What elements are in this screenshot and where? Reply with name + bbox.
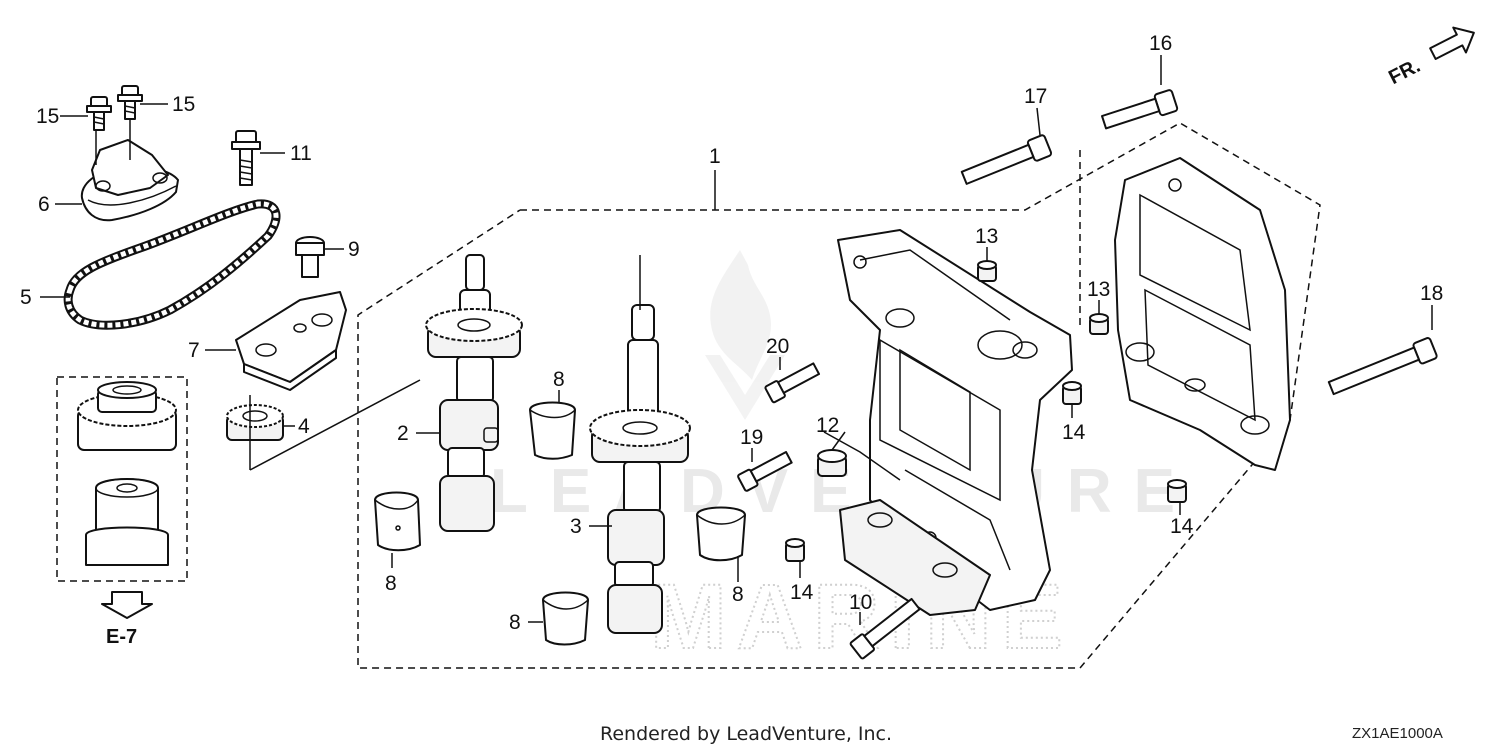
front-direction-label: FR. bbox=[1385, 55, 1424, 89]
callout-11: 11 bbox=[290, 142, 312, 165]
callout-13-left: 13 bbox=[975, 225, 998, 248]
callout-12: 12 bbox=[816, 414, 839, 437]
part-5-timing-chain bbox=[63, 199, 281, 330]
part-14-dowel-c bbox=[1167, 479, 1187, 503]
part-4-sprocket bbox=[226, 404, 284, 441]
part-14-dowel-b bbox=[785, 538, 805, 562]
part-17-bolt bbox=[960, 134, 1053, 185]
callout-14-c: 14 bbox=[1170, 515, 1194, 538]
part-13-dowel-right bbox=[1089, 313, 1109, 335]
part-9-pin-bolt bbox=[295, 236, 325, 278]
e7-reference-shaft-housing bbox=[85, 478, 169, 566]
part-3-camshaft bbox=[589, 304, 691, 634]
part-18-bolt bbox=[1327, 337, 1438, 396]
callout-15-left: 15 bbox=[36, 105, 59, 128]
callout-20: 20 bbox=[766, 335, 789, 358]
part-8-bearing-lower bbox=[542, 591, 589, 646]
part-6-chain-guide bbox=[80, 139, 179, 222]
callout-16: 16 bbox=[1149, 32, 1172, 55]
front-direction-arrow-icon bbox=[1429, 26, 1475, 60]
part-11-bolt bbox=[231, 130, 261, 186]
part-15-bolt-left bbox=[86, 96, 112, 131]
part-16-bolt bbox=[1101, 89, 1179, 130]
part-1-lower-plate bbox=[839, 499, 991, 616]
e7-reference-gear bbox=[77, 381, 177, 451]
reference-label-e7: E-7 bbox=[106, 626, 137, 648]
callout-14-a: 14 bbox=[1062, 421, 1086, 444]
watermark-flame-logo bbox=[705, 250, 785, 420]
part-13-dowel-left bbox=[977, 260, 997, 282]
part-8-bearing-left bbox=[374, 491, 421, 552]
e7-reference-arrow bbox=[101, 591, 153, 619]
callout-8-upper: 8 bbox=[553, 368, 565, 391]
footer-credit: Rendered by LeadVenture, Inc. bbox=[600, 723, 892, 745]
part-14-dowel-a bbox=[1062, 381, 1082, 405]
part-12-bushing bbox=[817, 449, 847, 477]
part-2-camshaft bbox=[425, 254, 523, 532]
part-15-bolt-right bbox=[117, 85, 143, 120]
part-1-head-cover bbox=[1114, 157, 1291, 471]
callout-1: 1 bbox=[709, 145, 721, 168]
part-10-bolt bbox=[849, 597, 921, 660]
part-7-tensioner-bracket bbox=[235, 291, 347, 391]
reference-box-e7 bbox=[56, 376, 188, 582]
callout-9: 9 bbox=[348, 238, 360, 261]
callout-17: 17 bbox=[1024, 85, 1047, 108]
callout-5: 5 bbox=[20, 286, 32, 309]
callout-3: 3 bbox=[570, 515, 582, 538]
callout-6: 6 bbox=[38, 193, 50, 216]
callout-10: 10 bbox=[849, 591, 872, 614]
callout-13-right: 13 bbox=[1087, 278, 1110, 301]
callout-19: 19 bbox=[740, 426, 763, 449]
callout-8-left: 8 bbox=[385, 572, 397, 595]
part-20-bolt bbox=[764, 362, 821, 404]
part-8-bearing-upper bbox=[529, 401, 576, 460]
callout-2: 2 bbox=[397, 422, 409, 445]
callout-4: 4 bbox=[298, 415, 310, 438]
part-8-bearing-middle bbox=[696, 506, 746, 562]
callout-15-right: 15 bbox=[172, 93, 195, 116]
callout-7: 7 bbox=[188, 339, 200, 362]
leader-lines bbox=[40, 55, 1433, 625]
callout-8-middle: 8 bbox=[732, 583, 744, 606]
callout-18: 18 bbox=[1420, 282, 1443, 305]
callout-8-lower: 8 bbox=[509, 611, 521, 634]
callout-14-b: 14 bbox=[790, 581, 814, 604]
diagram-code: ZX1AE1000A bbox=[1352, 725, 1443, 742]
part-19-bolt bbox=[737, 451, 793, 492]
callout-numbers: 15 15 6 5 11 9 7 4 1 2 3 8 8 8 8 12 13 1… bbox=[20, 32, 1443, 634]
